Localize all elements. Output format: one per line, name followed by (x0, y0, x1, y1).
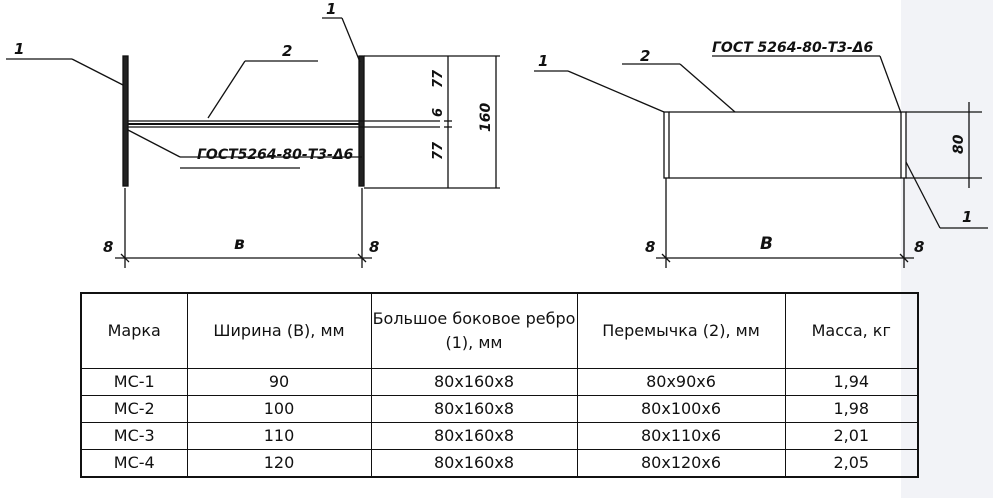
dim-8-right-2: 8 (914, 238, 924, 256)
cell-width: 120 (186, 449, 372, 478)
cell-jumper: 80х90х6 (576, 368, 786, 396)
side-rib-right-2 (900, 111, 907, 179)
cell-width: 90 (186, 368, 372, 396)
header-jumper: Перемычка (2), мм (576, 292, 786, 369)
dim-77-bottom: 77 (431, 141, 446, 160)
dim-77-top: 77 (431, 69, 446, 88)
callout-1-bottom: 1 (962, 208, 972, 226)
spec-table: Марка Ширина (В), мм Большое боковое реб… (80, 292, 919, 478)
table-row: МС-3 110 80х160х8 80х110х6 2,01 (80, 422, 919, 450)
table-header-row: Марка Ширина (В), мм Большое боковое реб… (80, 292, 919, 369)
cell-mark: МС-3 (80, 422, 188, 450)
right-view (534, 55, 988, 268)
cell-jumper: 80х100х6 (576, 395, 786, 423)
cell-jumper: 80х120х6 (576, 449, 786, 478)
cell-side-rib: 80х160х8 (370, 422, 578, 450)
dim-width-left: в (234, 234, 245, 254)
callout-1-right: 1 (326, 0, 336, 18)
dim-80: 80 (951, 134, 967, 154)
cell-side-rib: 80х160х8 (370, 449, 578, 478)
header-width: Ширина (В), мм (186, 292, 372, 369)
callout-1-top: 1 (538, 52, 548, 70)
cell-mark: МС-4 (80, 449, 188, 478)
dim-width-right: В (760, 234, 773, 254)
table-row: МС-1 90 80х160х8 80х90х6 1,94 (80, 368, 919, 396)
table-row: МС-4 120 80х160х8 80х120х6 2,05 (80, 449, 919, 478)
callout-2-right: 2 (640, 47, 650, 65)
cell-jumper: 80х110х6 (576, 422, 786, 450)
side-rib-left-2 (663, 111, 670, 179)
dim-6: 6 (431, 108, 446, 117)
cell-width: 100 (186, 395, 372, 423)
cell-mass: 1,98 (784, 395, 919, 423)
cell-width: 110 (186, 422, 372, 450)
gost-note-left: ГОСТ5264-80-Т3-Δ6 (197, 147, 354, 163)
header-mark: Марка (80, 292, 188, 369)
gost-note-right: ГОСТ 5264-80-Т3-Δ6 (712, 40, 874, 56)
cell-mark: МС-2 (80, 395, 188, 423)
technical-drawing: 1 1 2 ГОСТ5264-80-Т3-Δ6 77 6 77 160 8 в … (6, 0, 988, 268)
cell-side-rib: 80х160х8 (370, 368, 578, 396)
header-mass: Масса, кг (784, 292, 919, 369)
dim-160: 160 (478, 103, 494, 132)
cell-mass: 2,05 (784, 449, 919, 478)
dim-8-left-2: 8 (645, 238, 655, 256)
callout-1-left: 1 (14, 40, 24, 58)
dim-8-right: 8 (369, 238, 379, 256)
dim-8-left: 8 (103, 238, 113, 256)
table-row: МС-2 100 80х160х8 80х100х6 1,98 (80, 395, 919, 423)
cell-side-rib: 80х160х8 (370, 395, 578, 423)
header-side-rib: Большое боковое ребро (1), мм (370, 292, 578, 369)
cell-mass: 2,01 (784, 422, 919, 450)
side-rib-left (122, 55, 129, 187)
callout-2: 2 (282, 42, 292, 60)
cell-mark: МС-1 (80, 368, 188, 396)
cell-mass: 1,94 (784, 368, 919, 396)
left-view (6, 17, 500, 268)
